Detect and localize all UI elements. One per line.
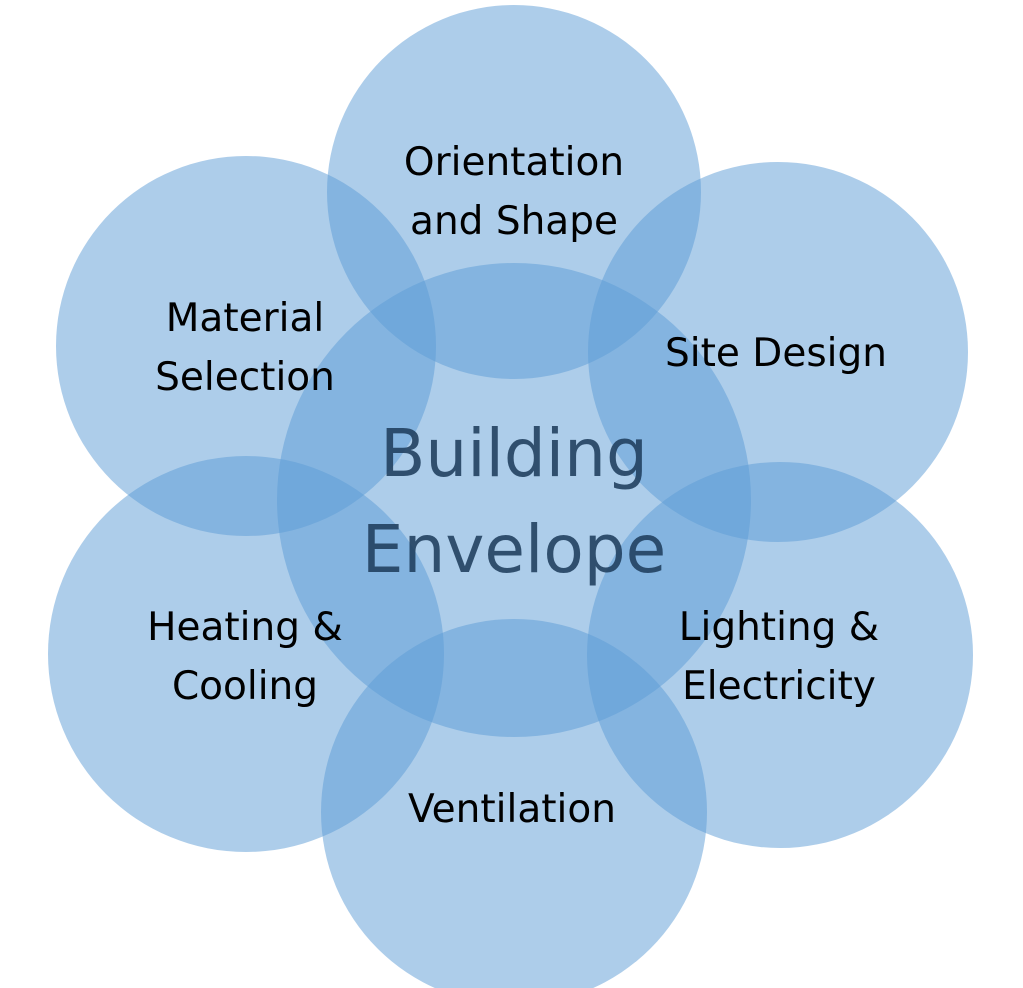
label-site-design: Site Design: [665, 331, 887, 376]
circle-material-selection: [56, 156, 436, 536]
label-orientation-line1: Orientation: [404, 140, 624, 185]
label-material-line2: Selection: [155, 355, 335, 400]
label-material-line1: Material: [166, 296, 324, 341]
center-label-line1: Building: [380, 415, 648, 492]
label-heating-line2: Cooling: [172, 664, 318, 709]
label-ventilation: Ventilation: [408, 787, 616, 832]
label-lighting-line2: Electricity: [682, 664, 876, 709]
circle-heating-cooling: [48, 456, 444, 852]
label-heating-line1: Heating &: [147, 605, 343, 650]
label-orientation-line2: and Shape: [410, 199, 618, 244]
center-label-line2: Envelope: [362, 511, 666, 588]
circle-site-design: [588, 162, 968, 542]
label-lighting-line1: Lighting &: [679, 605, 879, 650]
